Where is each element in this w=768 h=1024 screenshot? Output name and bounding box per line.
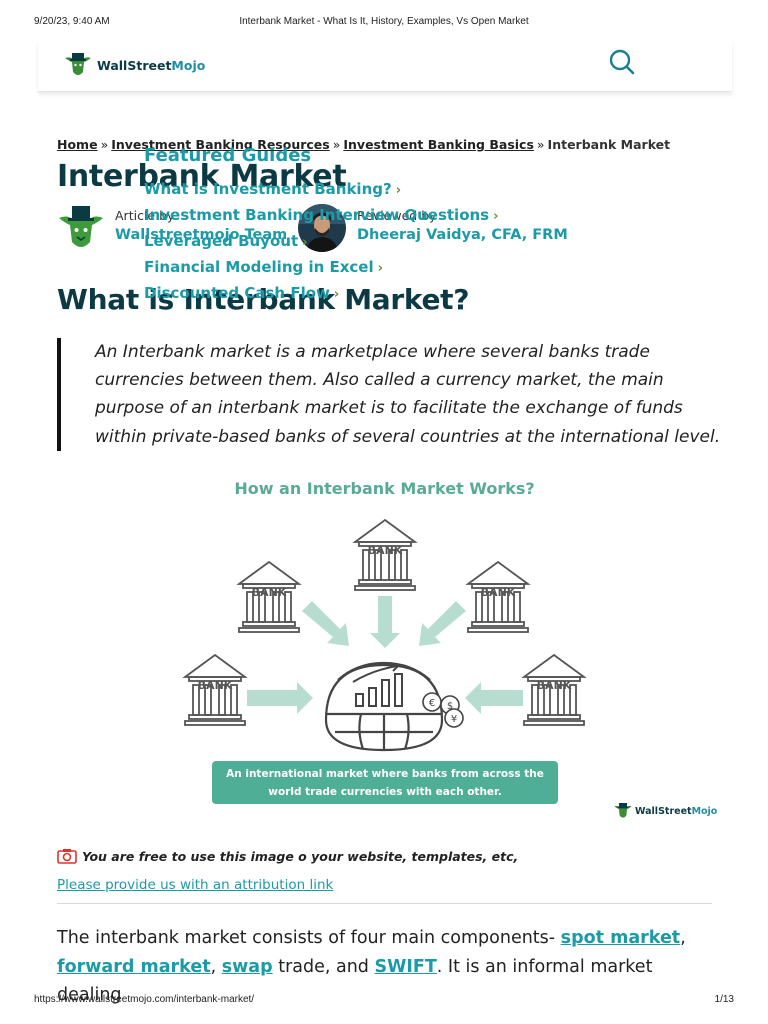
search-button[interactable]: [608, 48, 638, 78]
link-swift[interactable]: SWIFT: [374, 956, 437, 977]
link-swap[interactable]: swap: [221, 956, 273, 977]
featured-guide-item[interactable]: Investment Banking Interview Questions›: [144, 206, 499, 224]
logo-word-1: WallStreet: [97, 57, 172, 73]
chevron-right-icon: ›: [333, 287, 340, 302]
link-spot-market[interactable]: spot market: [560, 928, 681, 948]
chevron-right-icon: ›: [302, 235, 308, 250]
bank-label: BANK: [537, 679, 572, 692]
breadcrumb-separator: »: [100, 137, 109, 152]
site-logo[interactable]: WallStreetMojo: [63, 51, 205, 79]
site-header: WallStreetMojo: [38, 40, 732, 92]
chevron-right-icon: ›: [377, 261, 383, 276]
breadcrumb-separator: »: [536, 137, 545, 152]
infographic-diagram: BANK BANK BANK BANK BANK: [184, 519, 585, 752]
author-bull-icon: [59, 206, 103, 247]
infographic-caption: An international market where banks from…: [212, 761, 558, 804]
brand-word-1: WallStreet: [635, 805, 692, 817]
body-paragraph: The interbank market consists of four ma…: [57, 928, 686, 1005]
author-name-link[interactable]: Wallstreetmojo Team: [115, 227, 288, 243]
logo-bull-icon: [65, 53, 91, 75]
print-header: 9/20/23, 9:40 AM Interbank Market - What…: [34, 16, 734, 30]
print-footer: https://www.wallstreetmojo.com/interbank…: [34, 994, 734, 1008]
search-icon: [609, 49, 635, 75]
print-page-title: Interbank Market - What Is It, History, …: [239, 16, 529, 27]
featured-guide-item[interactable]: Financial Modeling in Excel›: [144, 258, 383, 276]
globe-icon: [324, 661, 444, 752]
svg-text:€: €: [429, 698, 435, 709]
arrow-right-upper: [419, 601, 466, 646]
arrow-left-upper: [302, 601, 349, 646]
svg-text:¥: ¥: [451, 714, 457, 725]
breadcrumb-investment-banking-resources[interactable]: Investment Banking Resources: [111, 137, 330, 152]
svg-text:$: $: [447, 701, 453, 712]
print-url: https://www.wallstreetmojo.com/interbank…: [34, 994, 255, 1005]
featured-guide-item[interactable]: Leveraged Buyout›: [144, 232, 308, 250]
arrow-group: [247, 596, 523, 714]
reviewer-label: Reviewed by: [357, 208, 437, 223]
divider: [57, 903, 712, 904]
reviewer-photo: [298, 204, 346, 252]
reviewer-name-link[interactable]: Dheeraj Vaidya, CFA, FRM: [357, 227, 568, 243]
section-title: What is Interbank Market?: [57, 283, 470, 316]
image-credit: You are free to use this image o your we…: [57, 848, 518, 864]
arrow-right-lower: [465, 682, 523, 714]
arrow-left-lower: [247, 682, 313, 714]
featured-guides: Featured Guides What is Investment Banki…: [144, 145, 498, 302]
featured-guide-item[interactable]: Discounted Cash Flow›: [144, 284, 340, 302]
breadcrumb-investment-banking-basics[interactable]: Investment Banking Basics: [343, 137, 534, 152]
image-credit-text: You are free to use this image o your we…: [82, 848, 519, 864]
featured-guides-title: Featured Guides: [144, 145, 312, 166]
bank-label: BANK: [198, 679, 233, 692]
breadcrumb-current: Interbank Market: [547, 137, 671, 152]
bank-label: BANK: [481, 586, 516, 599]
breadcrumb: Home»Investment Banking Resources»Invest…: [57, 137, 670, 152]
logo-word-2: Mojo: [171, 57, 206, 73]
brand-word-2: Mojo: [691, 805, 718, 817]
arrow-top: [370, 596, 400, 648]
breadcrumb-separator: »: [332, 137, 341, 152]
page-title: Interbank Market: [57, 159, 347, 194]
infographic-title: How an Interbank Market Works?: [234, 479, 535, 498]
link-forward-market[interactable]: forward market: [57, 956, 211, 977]
definition-blockquote: An Interbank market is a marketplace whe…: [57, 338, 721, 451]
author-label: Article by: [115, 208, 175, 223]
attribution-link[interactable]: Please provide us with an attribution li…: [57, 877, 334, 893]
brand-bull-icon: [614, 803, 632, 818]
bank-label: BANK: [368, 544, 403, 557]
reviewer-avatar: [298, 204, 346, 252]
camera-icon: [57, 849, 77, 864]
author-avatar: [57, 204, 105, 252]
chevron-right-icon: ›: [395, 183, 402, 198]
currency-coins-icon: € $ ¥: [422, 692, 464, 728]
print-page-number: 1/13: [714, 994, 734, 1005]
breadcrumb-home[interactable]: Home: [57, 137, 98, 152]
print-datetime: 9/20/23, 9:40 AM: [34, 16, 110, 27]
definition-text: An Interbank market is a marketplace whe…: [95, 342, 721, 447]
infographic: How an Interbank Market Works? BANK BANK…: [57, 470, 717, 830]
bank-label: BANK: [252, 586, 287, 599]
chevron-right-icon: ›: [493, 209, 499, 224]
bar-chart-icon: [352, 662, 403, 707]
featured-guide-item[interactable]: What is Investment Banking?›: [144, 180, 402, 198]
